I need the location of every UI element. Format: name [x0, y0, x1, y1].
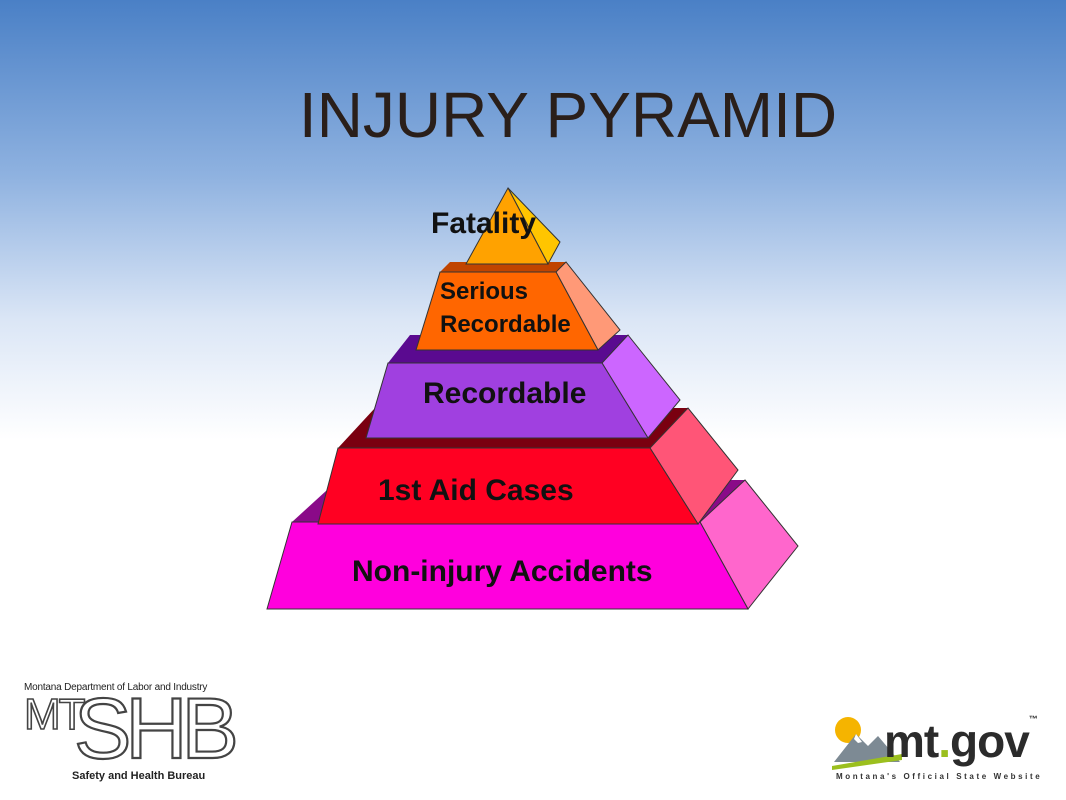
mountain-sun-icon [832, 717, 902, 770]
level-recordable-front [365, 362, 649, 439]
mtshb-sub-text: Safety and Health Bureau [72, 770, 206, 782]
label-non-injury: Non-injury Accidents [352, 555, 653, 588]
label-recordable: Recordable [423, 377, 586, 410]
mtgov-gov: gov [950, 715, 1030, 767]
mtshb-logo: Montana Department of Labor and Industry… [23, 681, 240, 788]
label-serious-line1: Serious [440, 278, 528, 305]
mtgov-mt: mt [884, 715, 939, 767]
label-fatality: Fatality [431, 207, 536, 240]
level-fatality-front [465, 186, 549, 265]
mtshb-shb-text: SHB [73, 681, 240, 777]
mtshb-dept-text: Montana Department of Labor and Industry [24, 682, 208, 693]
level-first-aid-front [317, 447, 699, 525]
level-serious-front [415, 271, 599, 351]
level-fatality [465, 186, 561, 266]
label-serious-line2: Recordable [440, 311, 571, 338]
slide-title: INJURY PYRAMID [298, 79, 838, 151]
mtgov-tagline: Montana's Official State Website [836, 772, 1043, 781]
mtshb-mt-text: MT [23, 689, 86, 740]
mtgov-dot: . [938, 715, 951, 767]
mtgov-wordmark: mt.gov™ [884, 714, 1038, 768]
mtgov-logo: mt.gov™ Montana's Official State Website [832, 708, 1056, 790]
mtgov-tm: ™ [1028, 714, 1038, 724]
label-first-aid: 1st Aid Cases [378, 474, 574, 507]
